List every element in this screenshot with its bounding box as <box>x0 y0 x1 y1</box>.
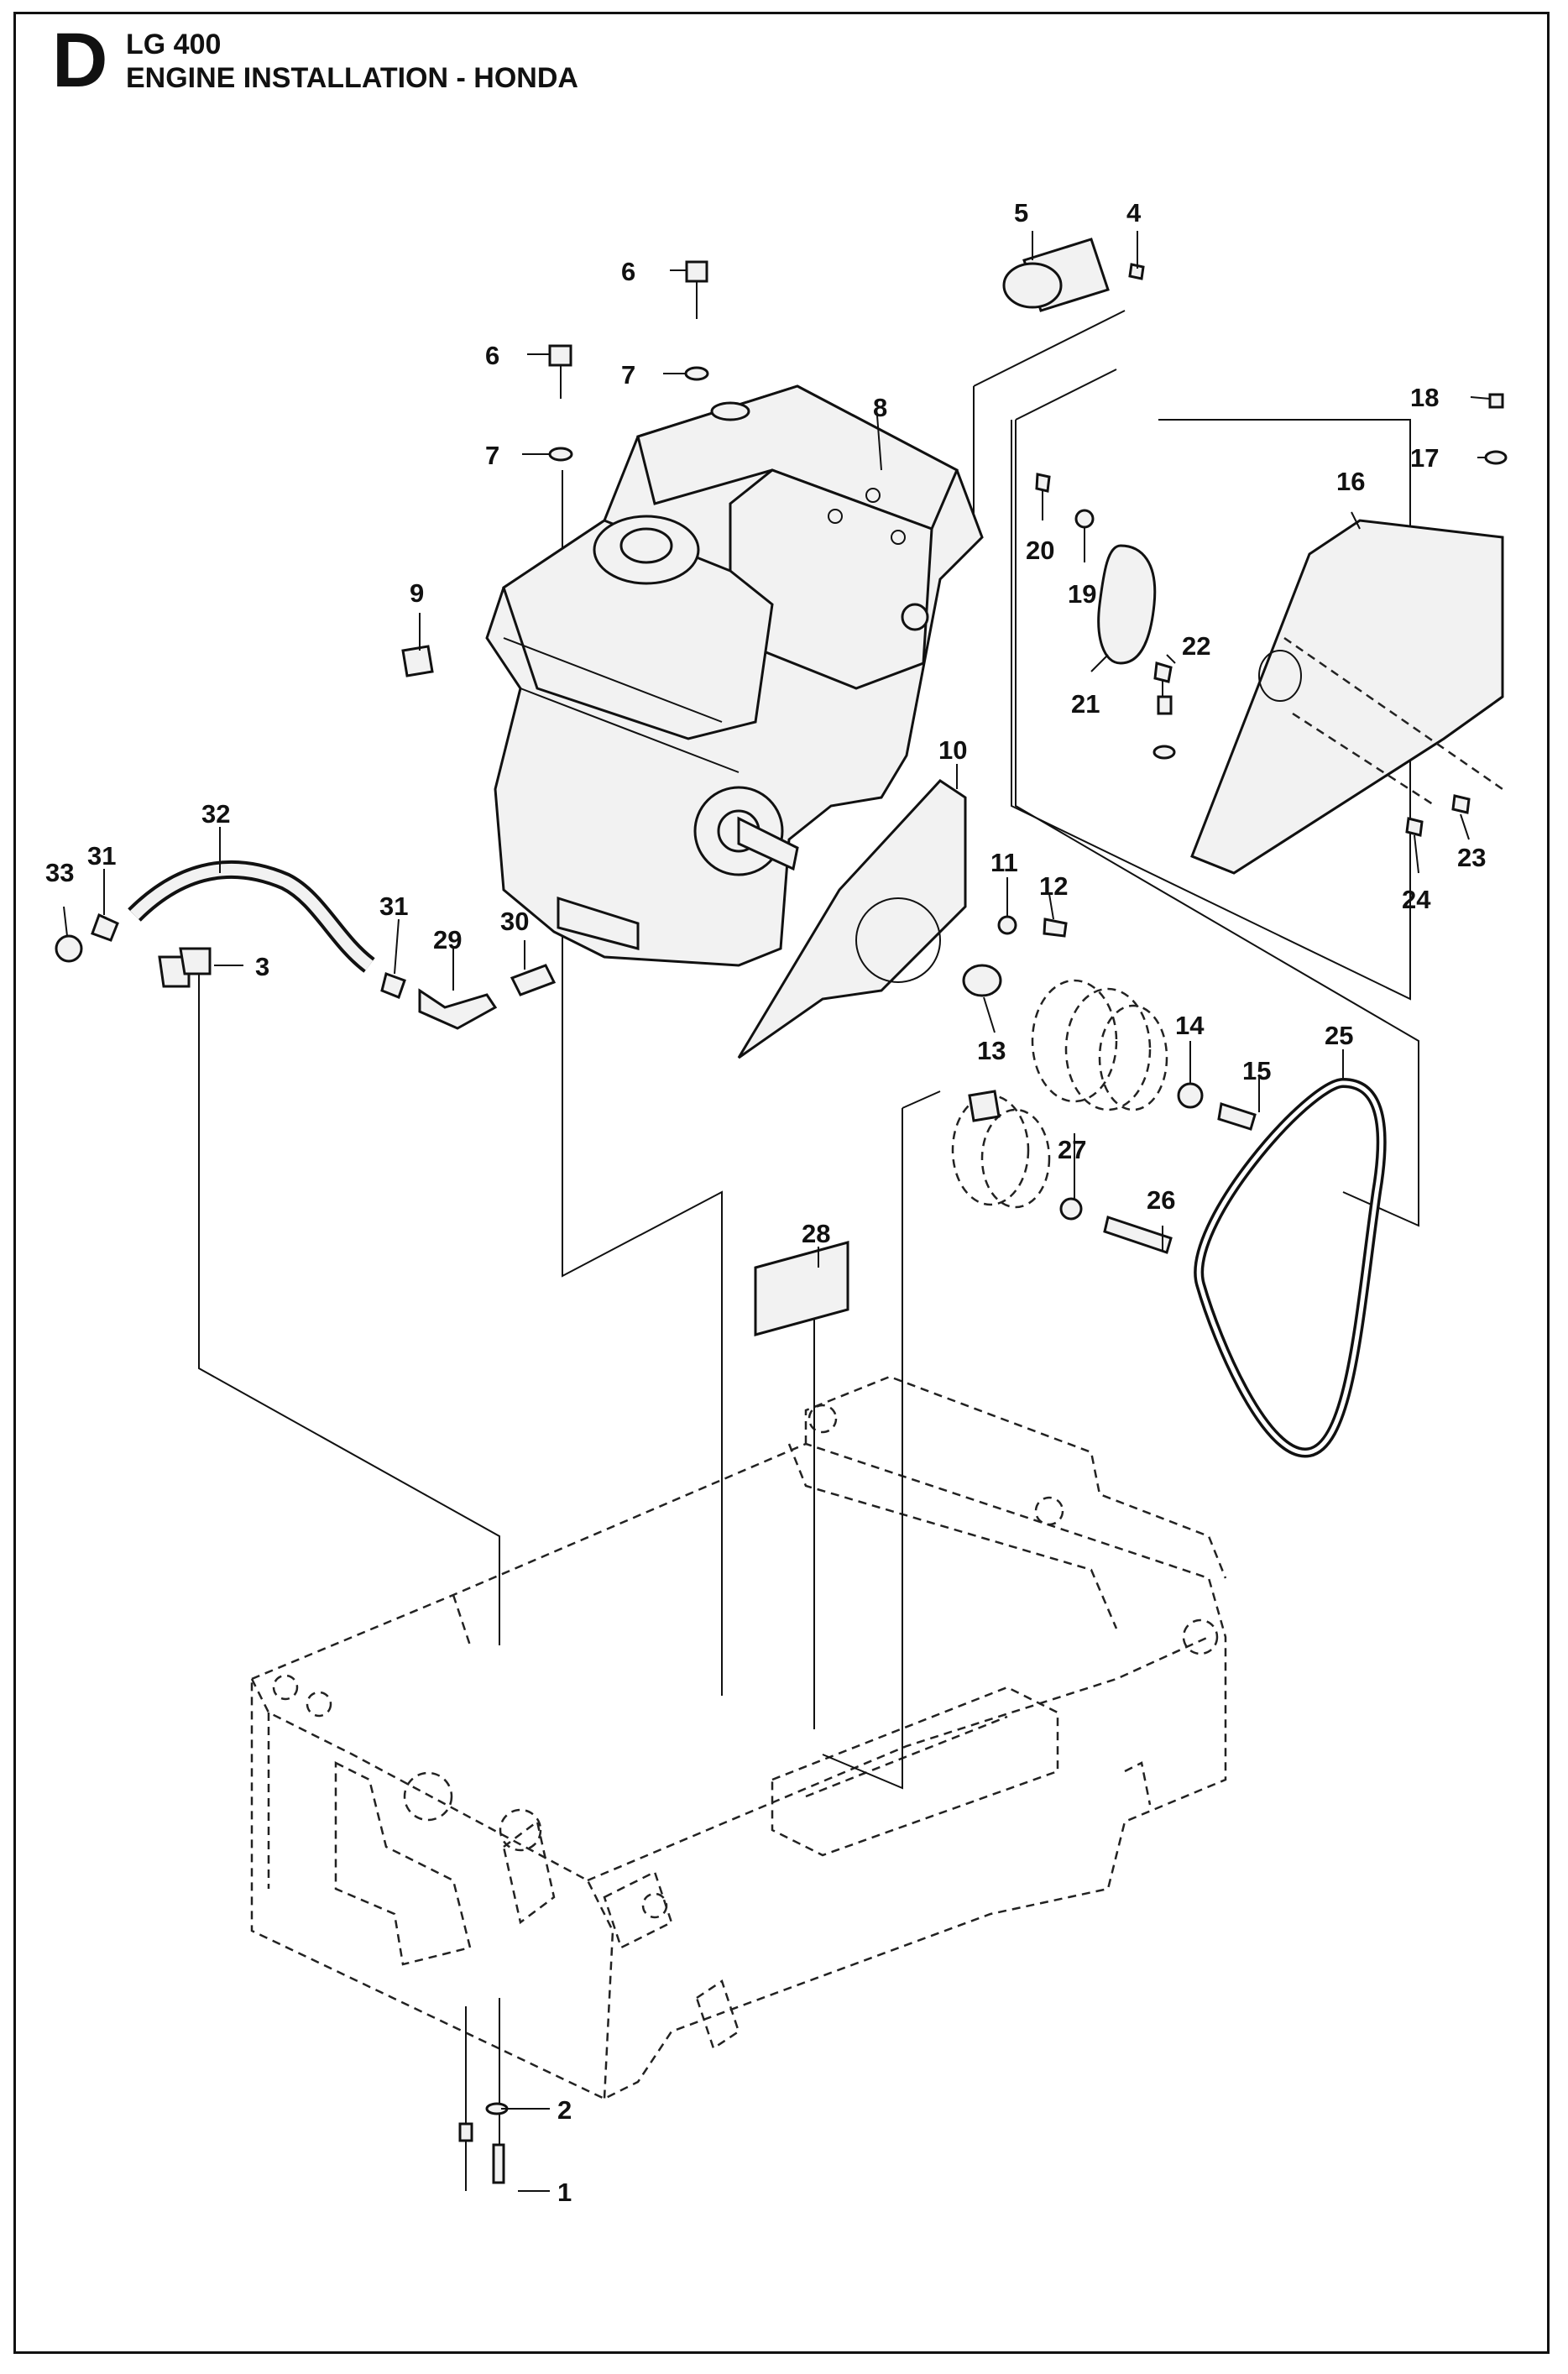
callout-26: 26 <box>1147 1185 1175 1215</box>
callout-16: 16 <box>1336 467 1365 496</box>
callout-numbers: 1 2 3 4 5 6 6 7 7 8 9 10 11 12 13 14 15 … <box>45 198 1486 2207</box>
callout-33: 33 <box>45 858 74 887</box>
model-name: LG 400 <box>126 29 222 60</box>
callout-25: 25 <box>1325 1021 1353 1050</box>
callout-11: 11 <box>990 848 1018 877</box>
callout-13: 13 <box>977 1036 1006 1065</box>
callout-6b: 6 <box>485 341 499 370</box>
belt-guard-drawing <box>1011 393 1508 1001</box>
callout-15: 15 <box>1242 1056 1271 1085</box>
callout-31a: 31 <box>379 892 408 921</box>
diagram-frame <box>13 12 1550 2354</box>
callout-9: 9 <box>410 578 424 608</box>
callout-20: 20 <box>1026 536 1054 565</box>
callout-1: 1 <box>557 2178 572 2207</box>
callout-23: 23 <box>1457 843 1486 872</box>
callout-28: 28 <box>802 1219 830 1248</box>
callout-17: 17 <box>1410 443 1439 473</box>
section-letter: D <box>52 18 108 103</box>
callout-3: 3 <box>255 952 269 981</box>
callout-12: 12 <box>1039 871 1068 901</box>
callout-27: 27 <box>1058 1135 1086 1164</box>
callout-4: 4 <box>1126 198 1142 227</box>
callout-19: 19 <box>1068 579 1096 609</box>
callout-21: 21 <box>1071 689 1100 719</box>
callout-7a: 7 <box>621 360 635 390</box>
callout-24: 24 <box>1402 885 1431 914</box>
callout-5: 5 <box>1014 198 1028 227</box>
callout-2: 2 <box>557 2095 572 2125</box>
hardware-drawing <box>401 238 1145 2191</box>
callout-32: 32 <box>201 799 230 829</box>
base-plate-drawing <box>250 1375 1227 2100</box>
callout-7b: 7 <box>485 441 499 470</box>
engine-drawing <box>485 384 984 967</box>
callout-30: 30 <box>500 907 529 936</box>
callout-8: 8 <box>873 393 887 422</box>
diagram-title: ENGINE INSTALLATION - HONDA <box>126 62 578 94</box>
gasket-and-pulleys <box>737 779 1387 1458</box>
callout-6a: 6 <box>621 257 635 286</box>
callout-18: 18 <box>1410 383 1439 412</box>
callout-14: 14 <box>1175 1011 1205 1040</box>
callout-31b: 31 <box>87 841 116 871</box>
callout-10: 10 <box>938 735 967 765</box>
callout-29: 29 <box>433 925 462 954</box>
fuel-hose-drawing <box>55 860 557 1030</box>
callout-22: 22 <box>1182 631 1210 661</box>
callout-leaders <box>63 231 1491 2192</box>
